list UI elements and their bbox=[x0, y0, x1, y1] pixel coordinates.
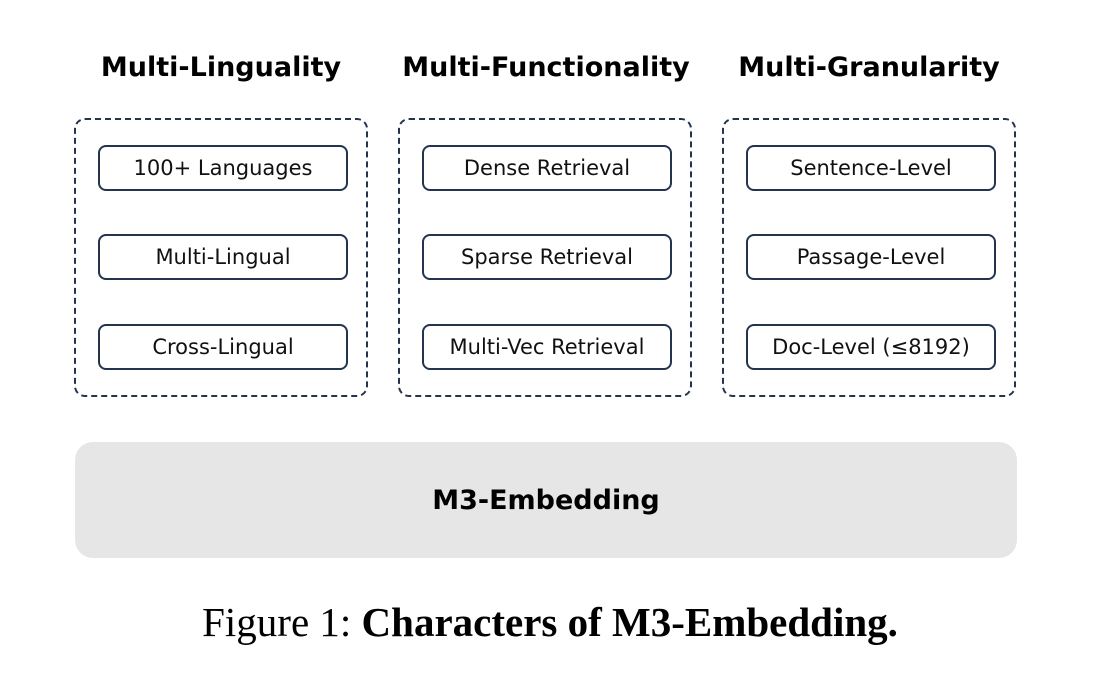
item-sentence-level: Sentence-Level bbox=[746, 145, 996, 191]
caption-title: Characters of M3-Embedding. bbox=[361, 599, 898, 645]
item-dense-retrieval: Dense Retrieval bbox=[422, 145, 672, 191]
heading-multi-functionality: Multi-Functionality bbox=[402, 52, 690, 83]
item-multi-vec-retrieval: Multi-Vec Retrieval bbox=[422, 324, 672, 370]
item-multi-lingual: Multi-Lingual bbox=[98, 234, 348, 280]
item-doc-level: Doc-Level (≤8192) bbox=[746, 324, 996, 370]
item-100-languages: 100+ Languages bbox=[98, 145, 348, 191]
group-multi-granularity: Sentence-Level Passage-Level Doc-Level (… bbox=[722, 118, 1016, 397]
group-multi-functionality: Dense Retrieval Sparse Retrieval Multi-V… bbox=[398, 118, 692, 397]
group-multi-linguality: 100+ Languages Multi-Lingual Cross-Lingu… bbox=[74, 118, 368, 397]
item-passage-level: Passage-Level bbox=[746, 234, 996, 280]
item-cross-lingual: Cross-Lingual bbox=[98, 324, 348, 370]
figure-caption: Figure 1: Characters of M3-Embedding. bbox=[0, 598, 1100, 646]
heading-multi-granularity: Multi-Granularity bbox=[738, 52, 1000, 83]
caption-prefix: Figure 1: bbox=[202, 599, 362, 645]
m3-embedding-label: M3-Embedding bbox=[432, 484, 660, 516]
heading-multi-linguality: Multi-Linguality bbox=[100, 52, 342, 83]
m3-embedding-bar: M3-Embedding bbox=[75, 442, 1017, 558]
item-sparse-retrieval: Sparse Retrieval bbox=[422, 234, 672, 280]
